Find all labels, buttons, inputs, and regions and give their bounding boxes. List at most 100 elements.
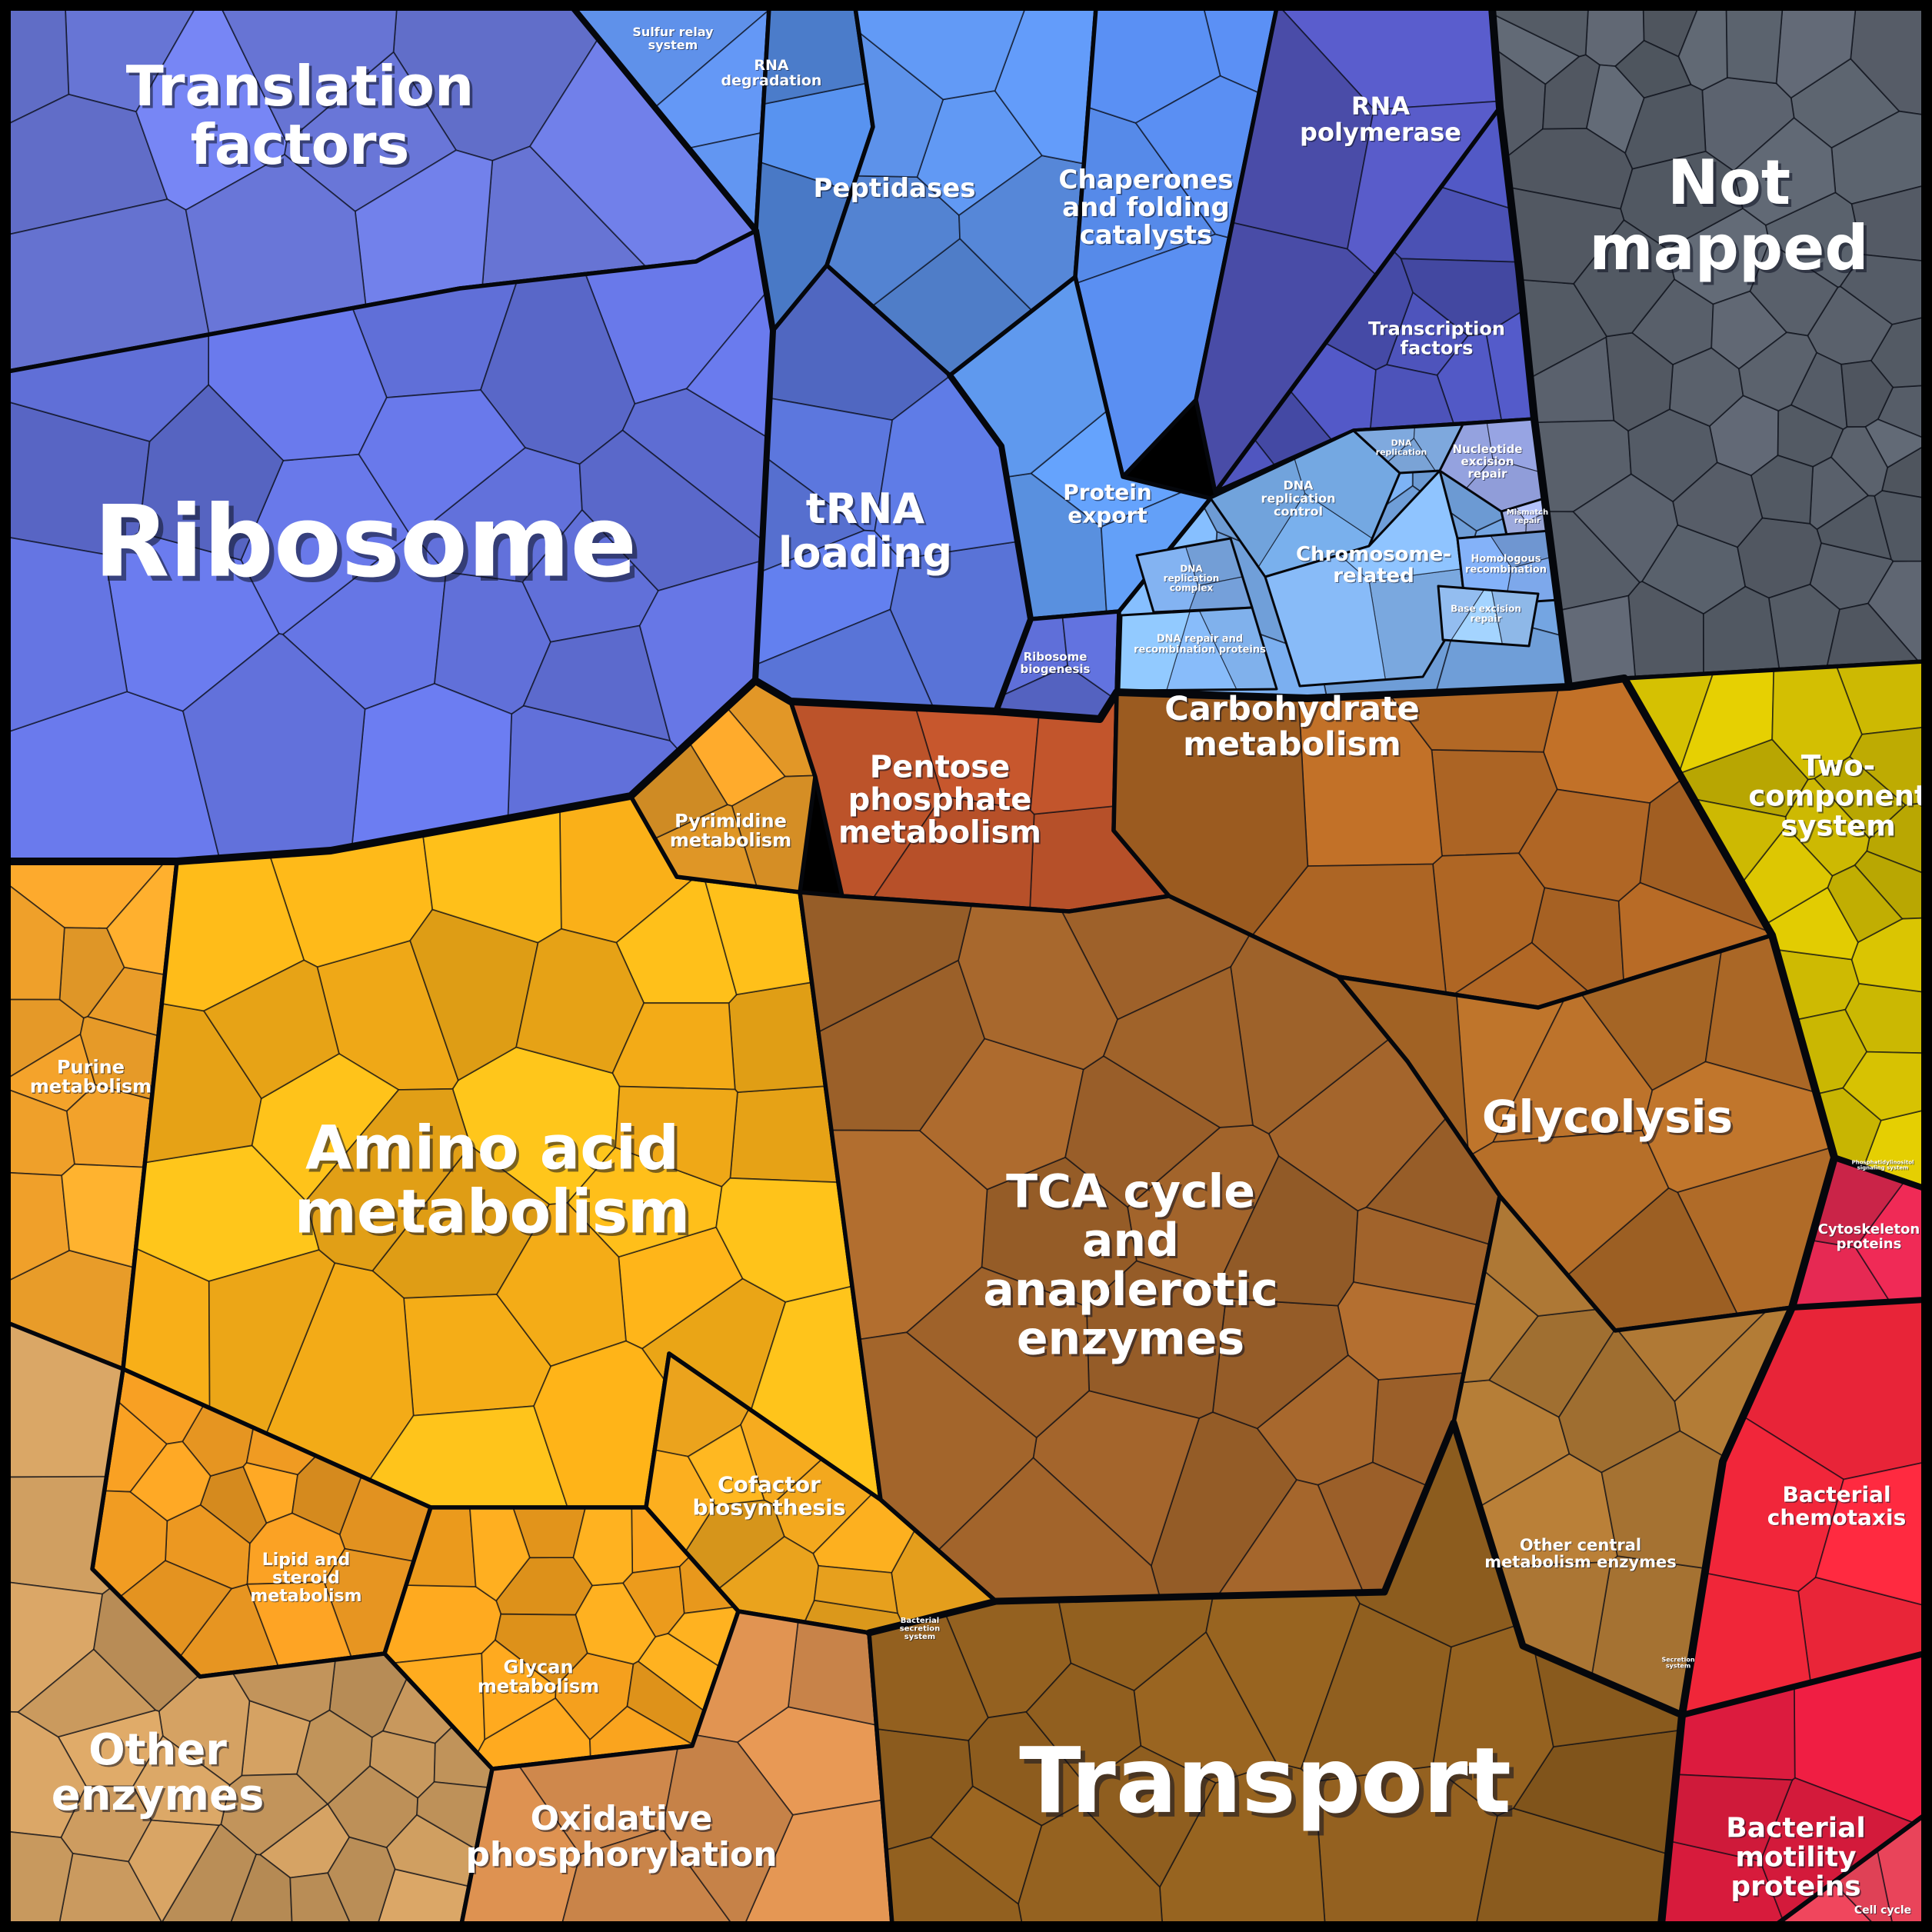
- dividers-layer: [4, 4, 1927, 1928]
- tca-cycle-cell: [958, 904, 1119, 1071]
- region-rna-degradation: [754, 5, 875, 333]
- divider-7: [1789, 1297, 1927, 1311]
- cofactor-biosynthesis-cell: [687, 1424, 765, 1507]
- other-enzymes-cell: [132, 1734, 231, 1827]
- not-mapped-cell: [1732, 117, 1837, 226]
- divider-4: [947, 372, 1034, 715]
- region-transport: [867, 1421, 1684, 1927]
- lipid-steroid-metabolism-cell: [129, 1441, 212, 1522]
- region-ribosome-biogenesis: [994, 609, 1121, 721]
- region-bacterial-motility-proteins: [1659, 1651, 1927, 1927]
- amino-acid-metabolism-cell: [305, 1088, 471, 1272]
- not-mapped-cell: [1725, 7, 1784, 85]
- ribosome-label-shadow: Ribosome: [98, 490, 641, 605]
- not-mapped-cell: [1573, 218, 1675, 338]
- region-cofactor-biosynthesis: [644, 1351, 998, 1635]
- regions-layer: [5, 5, 1927, 1927]
- region-rna-polymerase: [1194, 5, 1502, 495]
- amino-acid-metabolism-cell: [611, 1002, 736, 1091]
- not-mapped-cell: [1624, 84, 1707, 170]
- tca-cycle-cell: [1216, 1154, 1359, 1307]
- glycolysis-label-shadow: Glycolysis: [1484, 1093, 1735, 1145]
- region-nucleotide-excision-repair: [1438, 418, 1546, 513]
- chromosome-related-label: Chromosome-related: [1296, 543, 1451, 588]
- ribosome-cell: [358, 389, 527, 538]
- divider-3: [570, 5, 776, 684]
- region-chromosome-related: [1264, 469, 1467, 688]
- not-mapped-cell: [1620, 150, 1744, 250]
- region-dna-replication-control: [1209, 429, 1401, 578]
- carbohydrate-metabolism-cell: [1517, 788, 1651, 902]
- glycolysis-label: Glycolysis: [1482, 1091, 1733, 1143]
- region-base-excision-repair: [1437, 585, 1540, 648]
- not-mapped-cell: [1830, 426, 1889, 497]
- dna-repair-recombination-outline: [1118, 606, 1278, 692]
- amino-acid-metabolism-cell: [202, 959, 340, 1100]
- region-bacterial-chemotaxis: [1680, 1297, 1927, 1717]
- region-purine-metabolism: [5, 859, 179, 1371]
- cell-cycle-label-shadow: Cell cycle: [1855, 1905, 1912, 1917]
- amino-acid-metabolism-cell: [728, 981, 827, 1094]
- region-lipid-steroid-metabolism: [90, 1367, 433, 1679]
- other-enzymes-cell: [296, 1709, 373, 1805]
- divider-0: [4, 675, 1628, 865]
- region-dna-repair-recombination: [1118, 606, 1278, 692]
- transport-label: Transport: [1019, 1727, 1511, 1834]
- divider-9: [1774, 1813, 1927, 1927]
- not-mapped-cell: [1749, 241, 1839, 337]
- region-amino-acid-metabolism: [121, 794, 883, 1510]
- region-glycan-metabolism: [382, 1505, 741, 1771]
- ribosome-label: Ribosome: [94, 485, 637, 600]
- amino-acid-metabolism-cell: [715, 1177, 853, 1303]
- divider-8: [1679, 1651, 1927, 1718]
- region-transcription-factors: [1213, 105, 1537, 495]
- region-oxidative-phosphorylation: [459, 1609, 894, 1927]
- amino-acid-metabolism-cell: [729, 1085, 840, 1184]
- transport-label-shadow: Transport: [1024, 1732, 1516, 1838]
- oxidative-phosphorylation-cell: [787, 1620, 878, 1727]
- region-not-mapped: [1490, 5, 1927, 689]
